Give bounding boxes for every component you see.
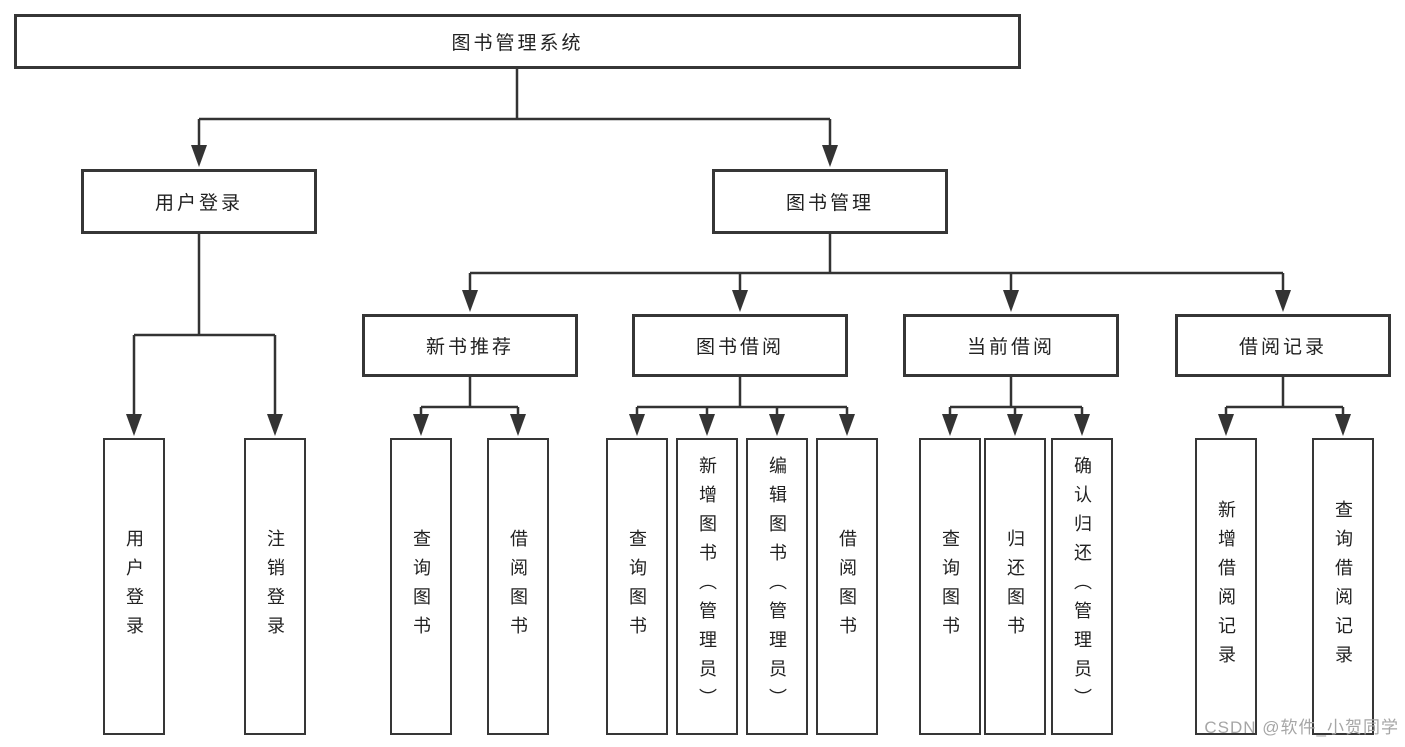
leaf-label: 确认归还（管理员） <box>1072 456 1092 717</box>
node-label: 借阅记录 <box>1238 337 1327 358</box>
node-book-borrowing: 图书借阅 <box>632 314 848 377</box>
leaf-label: 新增借阅记录 <box>1216 499 1236 674</box>
leaf-label: 查询图书 <box>411 528 431 645</box>
node-label: 当前借阅 <box>966 337 1055 358</box>
leaf-logout: 注销登录 <box>244 438 306 735</box>
connector-book-borrowing-children <box>635 377 849 416</box>
connector-user-login-children <box>132 234 277 416</box>
leaf-label: 查询图书 <box>627 528 647 645</box>
leaf-query-books-recommend: 查询图书 <box>390 438 452 735</box>
leaf-add-borrow-record: 新增借阅记录 <box>1195 438 1257 735</box>
node-current-borrowing: 当前借阅 <box>903 314 1119 377</box>
node-book-management: 图书管理 <box>712 169 948 234</box>
node-label: 图书借阅 <box>695 337 784 358</box>
leaf-label: 借阅图书 <box>508 528 528 645</box>
csdn-watermark: CSDN @软件_小贺同学 <box>1204 718 1399 737</box>
leaf-query-books-current: 查询图书 <box>919 438 981 735</box>
leaf-query-books-borrowing: 查询图书 <box>606 438 668 735</box>
leaf-label: 借阅图书 <box>837 528 857 645</box>
connector-book-management-children <box>468 234 1285 292</box>
leaf-label: 编辑图书（管理员） <box>767 456 787 717</box>
leaf-add-book-admin: 新增图书（管理员） <box>676 438 738 735</box>
leaf-borrow-books-borrowing: 借阅图书 <box>816 438 878 735</box>
leaf-label: 新增图书（管理员） <box>697 456 717 717</box>
leaf-label: 注销登录 <box>265 528 285 645</box>
leaf-label: 查询图书 <box>940 528 960 645</box>
leaf-edit-book-admin: 编辑图书（管理员） <box>746 438 808 735</box>
connector-current-borrowing-children <box>948 377 1084 416</box>
leaf-return-books: 归还图书 <box>984 438 1046 735</box>
node-user-login: 用户登录 <box>81 169 317 234</box>
leaf-user-login: 用户登录 <box>103 438 165 735</box>
leaf-label: 查询借阅记录 <box>1333 499 1353 674</box>
node-label: 图书管理 <box>785 193 874 214</box>
leaf-borrow-books-recommend: 借阅图书 <box>487 438 549 735</box>
leaf-label: 用户登录 <box>124 528 144 645</box>
leaf-confirm-return-admin: 确认归还（管理员） <box>1051 438 1113 735</box>
connector-root-to-level2 <box>197 69 832 147</box>
leaf-label: 归还图书 <box>1005 528 1025 645</box>
connector-new-book-children <box>419 377 520 416</box>
connector-borrow-records-children <box>1224 377 1345 416</box>
node-borrowing-records: 借阅记录 <box>1175 314 1391 377</box>
node-new-book-recommend: 新书推荐 <box>362 314 578 377</box>
node-label: 新书推荐 <box>425 337 514 358</box>
node-label: 用户登录 <box>154 193 243 214</box>
node-library-system-root: 图书管理系统 <box>14 14 1021 69</box>
leaf-query-borrow-record: 查询借阅记录 <box>1312 438 1374 735</box>
node-label: 图书管理系统 <box>451 33 584 54</box>
